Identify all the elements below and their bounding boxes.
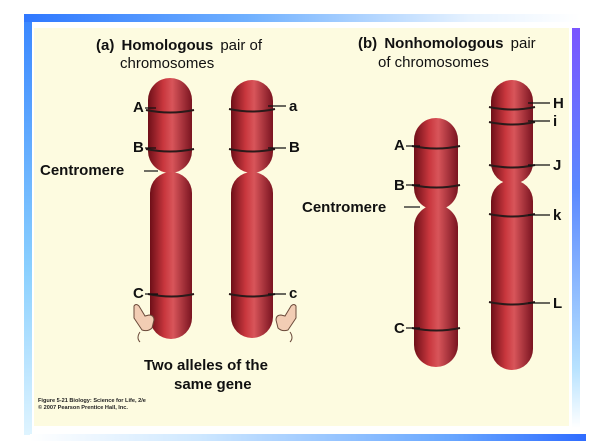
label-b2-H: H (553, 95, 564, 112)
label-a2-c: c (289, 285, 297, 302)
alleles-label-line2: same gene (174, 376, 252, 393)
svg-text:(b) Nonhomologous pair: (b) Nonhomologous pair (358, 35, 536, 52)
panel-b-marker: (b) (358, 35, 377, 52)
panel-a-title-bold: Homologous (122, 37, 214, 54)
label-b1-centromere: Centromere (302, 199, 386, 216)
label-a1-A: A (133, 99, 144, 116)
chromosome-b1 (412, 118, 460, 367)
chromosome-a2 (229, 80, 275, 338)
panel-b-title-line2: of chromosomes (378, 54, 489, 71)
chromosome-b2 (489, 80, 535, 370)
label-a2-a: a (289, 98, 298, 115)
label-b1-B: B (394, 177, 405, 194)
label-a2-B: B (289, 139, 300, 156)
figure-caption-line1: Figure 5-21 Biology: Science for Life, 2… (38, 398, 146, 404)
panel-b-title-bold: Nonhomologous (384, 35, 503, 52)
alleles-label-line1: Two alleles of the (144, 357, 268, 374)
label-b1-C: C (394, 320, 405, 337)
panel-a-title-rest: pair of (220, 37, 263, 54)
label-a1-B: B (133, 139, 144, 156)
label-a1-centromere: Centromere (40, 162, 124, 179)
label-b2-J: J (553, 157, 561, 174)
label-b2-k: k (553, 207, 562, 224)
figure-caption-line2: © 2007 Pearson Prentice Hall, Inc. (38, 404, 128, 411)
chromosome-a1 (146, 78, 194, 339)
label-b1-A: A (394, 137, 405, 154)
label-a1-C: C (133, 285, 144, 302)
pointing-hand-right-icon (276, 305, 296, 343)
svg-text:(a) Homologous pair of: (a) Homologous pair of (96, 37, 263, 54)
label-b2-i: i (553, 113, 557, 130)
panel-b-title-rest: pair (511, 35, 536, 52)
label-b2-L: L (553, 295, 562, 312)
panel-a-marker: (a) (96, 37, 114, 54)
panel-a-title-line2: chromosomes (120, 55, 214, 72)
